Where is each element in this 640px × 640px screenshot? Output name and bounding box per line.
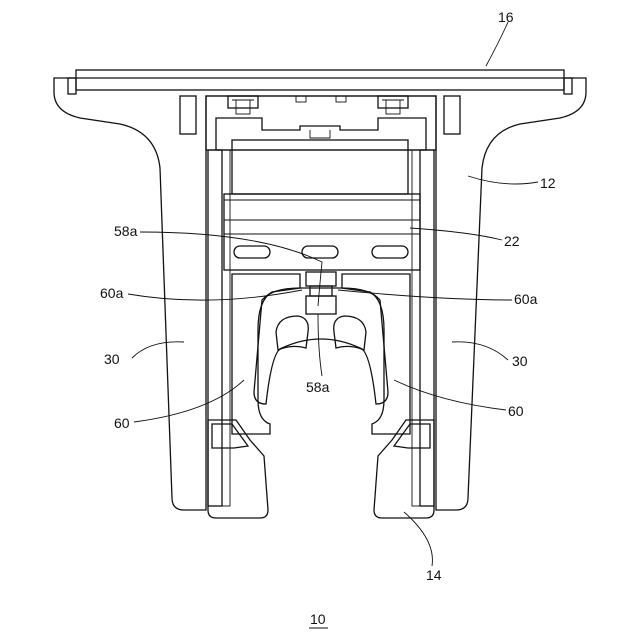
label-12: 12 [540,175,556,191]
bolt-left [228,96,258,114]
housing-12 [54,78,586,510]
top-plate-16 [76,70,564,90]
label-60a-right: 60a [514,291,538,307]
label-60-right: 60 [508,403,524,419]
label-60a-left: 60a [100,285,124,301]
label-16: 16 [498,9,514,25]
leg-14-left [208,420,268,518]
liner-30-left [208,150,222,506]
label-14: 14 [426,567,442,583]
label-30-right: 30 [512,353,528,369]
label-58a-top: 58a [114,223,138,239]
label-60-left: 60 [114,415,130,431]
upper-block [232,140,408,194]
label-30-left: 30 [104,351,120,367]
liner-30-right [420,150,434,506]
figure-number: 10 [310,611,326,627]
label-22: 22 [504,233,520,249]
leg-14-right [374,420,434,518]
label-58a-mid: 58a [306,379,330,395]
bolt-right [378,96,408,114]
